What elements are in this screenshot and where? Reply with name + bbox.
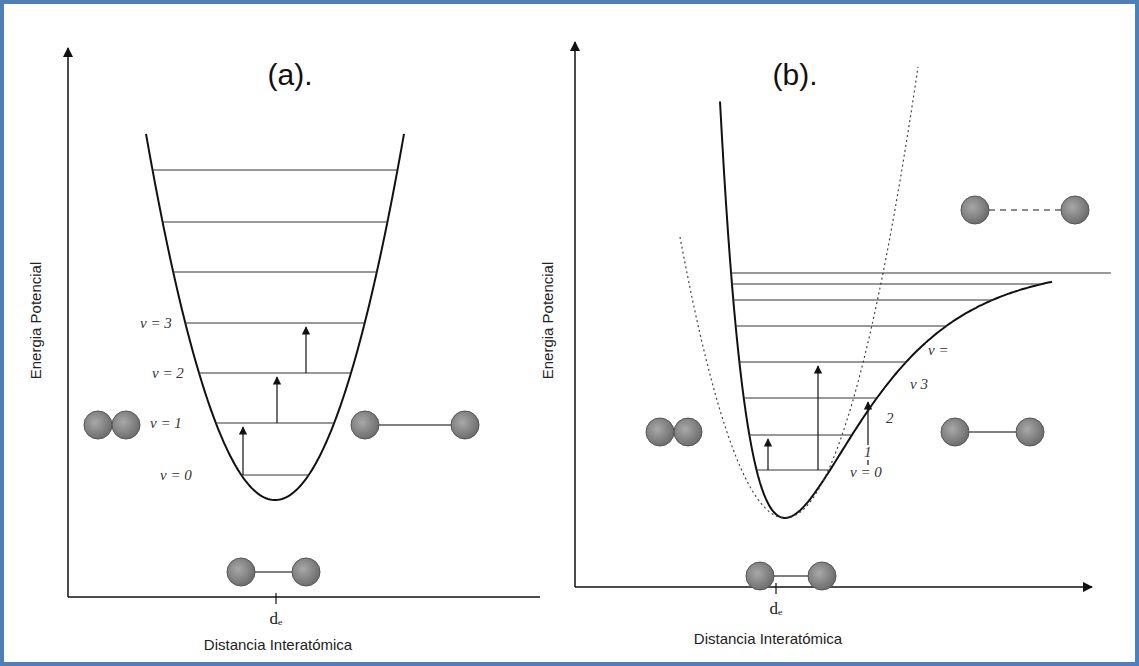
- bond-line: [969, 431, 1016, 432]
- level-label: v = 0: [848, 465, 884, 480]
- level-label: v = 2: [150, 366, 186, 381]
- atom: [1016, 418, 1044, 446]
- bond-line: [989, 209, 1061, 210]
- energy-level: [739, 362, 906, 363]
- bond-line: [379, 424, 451, 425]
- level-label: v = 0: [158, 468, 194, 483]
- harmonic-curve: [146, 134, 404, 500]
- panel-label: (b).: [773, 60, 818, 90]
- transition-arrow: [817, 366, 818, 470]
- atom: [227, 558, 255, 586]
- level-label: 1: [862, 445, 874, 460]
- atom: [292, 558, 320, 586]
- atom: [351, 411, 379, 439]
- equilibrium-distance: dₑ: [770, 600, 783, 617]
- energy-level: [733, 300, 992, 301]
- atom: [674, 418, 702, 446]
- level-label: v 3: [908, 377, 930, 392]
- transition-arrow: [767, 439, 768, 470]
- axis-title: Energia Potencial: [29, 261, 44, 379]
- atom: [961, 196, 989, 224]
- morse-curve: [720, 102, 1052, 519]
- atom: [112, 411, 140, 439]
- atom: [1061, 196, 1089, 224]
- energy-level: [163, 222, 388, 223]
- axis-title: Energia Potencial: [540, 261, 555, 379]
- panel-label: (a).: [268, 60, 313, 90]
- energy-level: [199, 373, 351, 374]
- energy-level: [153, 170, 398, 171]
- atom: [746, 562, 774, 590]
- energy-level: [749, 435, 852, 436]
- transition-arrow: [867, 402, 868, 470]
- axis-title: Distancia Interatómica: [694, 631, 842, 646]
- transition-arrow: [305, 327, 306, 373]
- level-label: v = 1: [148, 416, 184, 431]
- energy-level: [173, 272, 377, 273]
- energy-level: [732, 284, 1042, 285]
- atom: [646, 418, 674, 446]
- energy-level: [241, 475, 308, 476]
- harmonic-reference: [680, 67, 918, 518]
- transition-arrow: [242, 427, 243, 475]
- equilibrium-distance: dₑ: [270, 610, 283, 627]
- atom: [941, 418, 969, 446]
- bond-line: [774, 575, 808, 576]
- axis-title: Distancia Interatómica: [204, 637, 352, 652]
- level-label: v = 3: [138, 316, 174, 331]
- energy-level: [216, 423, 334, 424]
- level-label: v =: [926, 343, 951, 358]
- bond-line: [255, 571, 292, 572]
- transition-arrow: [276, 377, 277, 423]
- atom: [808, 562, 836, 590]
- energy-level: [185, 323, 364, 324]
- energy-level: [744, 398, 877, 399]
- atom: [84, 411, 112, 439]
- level-label: 2: [884, 411, 896, 426]
- energy-level: [731, 273, 1111, 274]
- atom: [451, 411, 479, 439]
- energy-level: [736, 326, 947, 327]
